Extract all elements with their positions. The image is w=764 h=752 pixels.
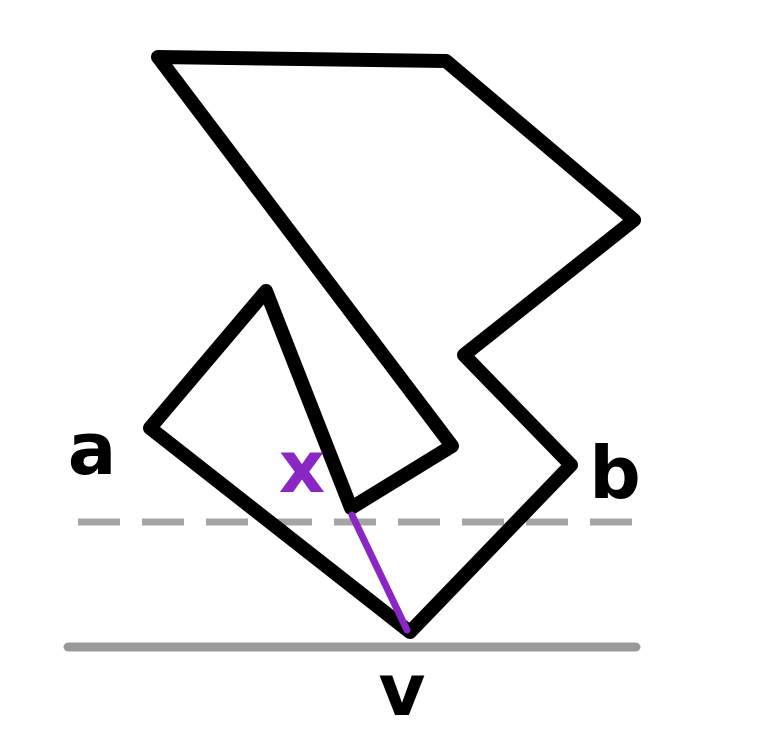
- polygon-outline: [143, 50, 641, 639]
- label-x: x: [279, 425, 325, 509]
- label-a: a: [68, 407, 117, 491]
- highlight-segment: [348, 511, 411, 634]
- label-b: b: [589, 431, 641, 515]
- label-v: v: [379, 648, 426, 732]
